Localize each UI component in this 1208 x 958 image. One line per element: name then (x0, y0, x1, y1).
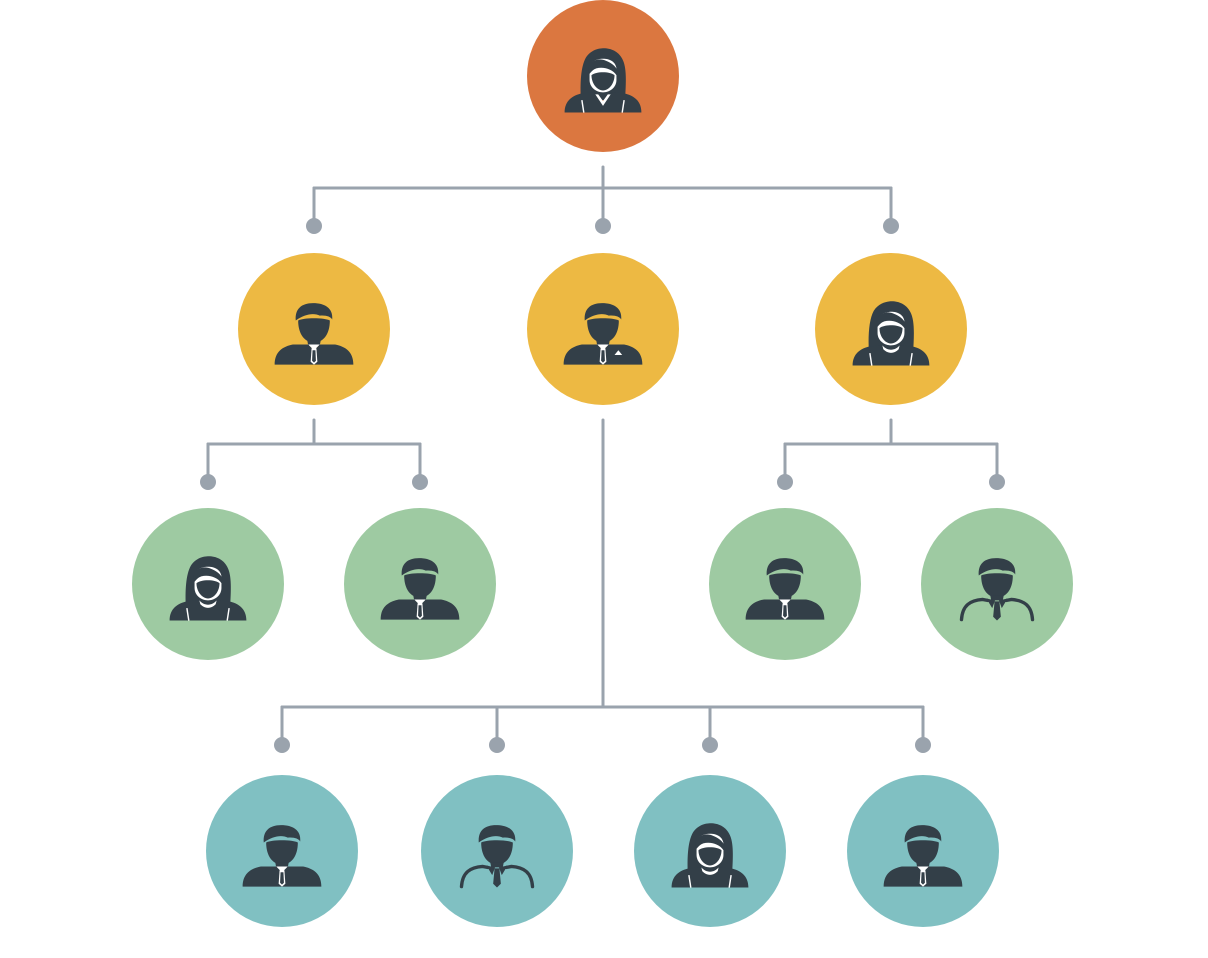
org-node-level-4 (421, 775, 573, 927)
org-node-level-4 (634, 775, 786, 927)
connector-dot (412, 474, 428, 490)
connector-dot (489, 737, 505, 753)
org-node-level-3 (132, 508, 284, 660)
connector-dot (883, 218, 899, 234)
org-node-level-3 (344, 508, 496, 660)
org-node-level-2 (238, 253, 390, 405)
connector-dot (915, 737, 931, 753)
org-nodes (132, 0, 1073, 927)
org-node-level-3 (709, 508, 861, 660)
connector-dot (595, 218, 611, 234)
org-node-level-4 (206, 775, 358, 927)
connector-dot (274, 737, 290, 753)
connector-dot (702, 737, 718, 753)
org-node-level-2 (527, 253, 679, 405)
org-node-level-2 (815, 253, 967, 405)
org-node-level-1 (527, 0, 679, 152)
connector-dots (200, 218, 1005, 753)
connector-lines (206, 165, 999, 747)
connector-dot (989, 474, 1005, 490)
org-node-level-4 (847, 775, 999, 927)
connector-dot (777, 474, 793, 490)
connector-dot (200, 474, 216, 490)
connector-dot (306, 218, 322, 234)
org-node-level-3 (921, 508, 1073, 660)
